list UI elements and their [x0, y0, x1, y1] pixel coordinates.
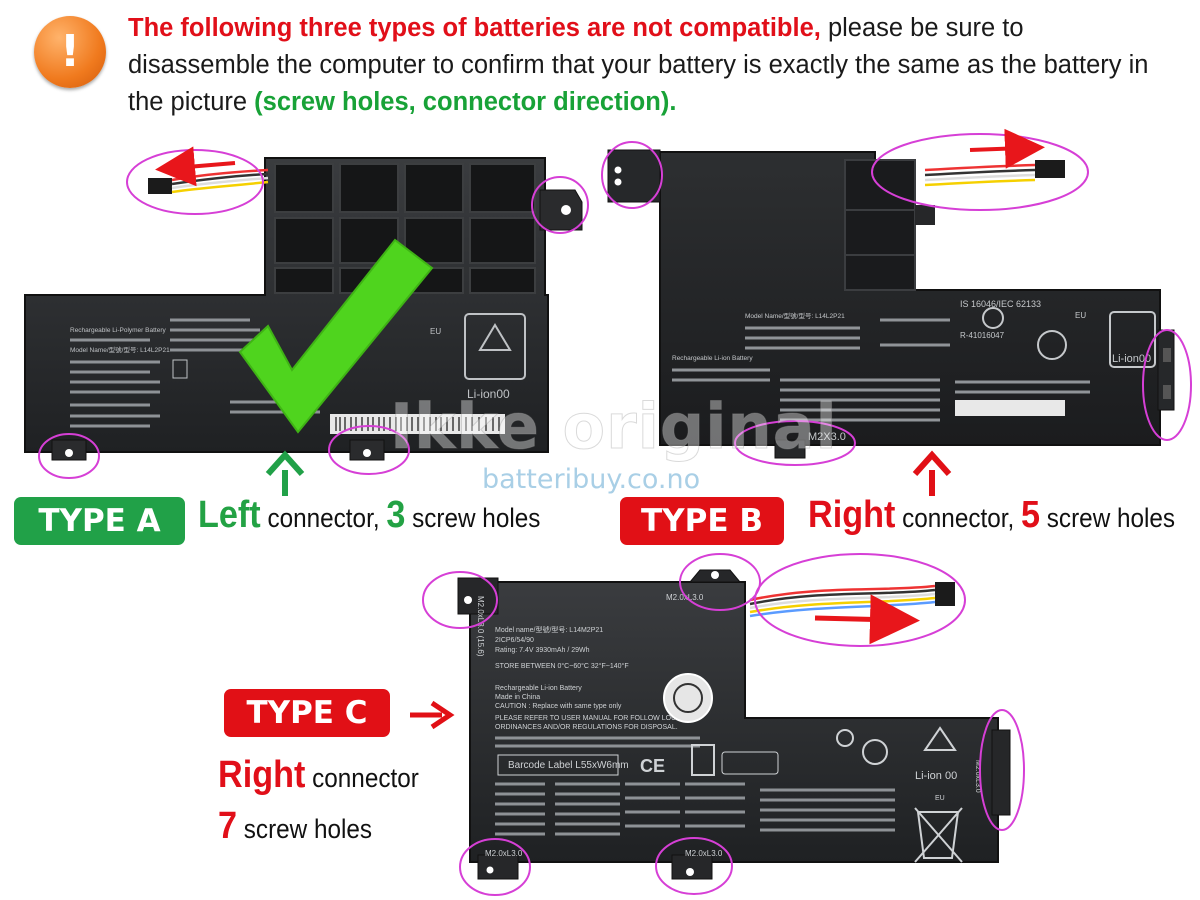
type-b-badge: TYPE B: [620, 497, 784, 545]
type-c-count: 7: [218, 805, 238, 847]
type-a-caption: Left connector, 3 screw holes: [198, 494, 540, 537]
type-c-ce-text: CE: [640, 756, 665, 776]
type-c-caption-count: 7 screw holes: [218, 805, 372, 848]
type-c-caution-text: CAUTION : Replace with same type only: [495, 703, 622, 710]
type-b-screw-mark-text: M2X3.0: [808, 431, 846, 443]
type-c-spec-code-text: 2ICP6/54/90: [495, 637, 534, 644]
type-a-eu-text: EU: [430, 327, 441, 336]
type-c-badge: TYPE C: [224, 689, 390, 737]
type-b-count: 5: [1021, 494, 1041, 536]
type-c-count-rest: screw holes: [237, 814, 373, 844]
type-b-model-text: Model Name/型號/型号: L14L2P21: [745, 311, 845, 320]
type-c-direction: Right: [218, 754, 306, 796]
type-c-barcode-text: Barcode Label L55xW6mm: [508, 760, 629, 771]
up-arrow-icon: [912, 450, 952, 496]
compatibility-notice: The following three types of batteries a…: [128, 10, 1168, 121]
type-c-ordinances-text: ORDINANCES AND/OR REGULATIONS FOR DISPOS…: [495, 724, 678, 731]
type-a-model-text: Model Name/型號/型号: L14L2P21: [70, 345, 170, 354]
type-c-screw-top-text: M2.0xL3.0: [666, 593, 704, 602]
type-b-count-rest: screw holes: [1040, 503, 1176, 533]
type-b-cert-text: R-41016047: [960, 331, 1005, 340]
right-arrow-icon: [410, 700, 455, 730]
site-watermark: batteribuy.co.no: [482, 464, 701, 495]
exclamation-icon: !: [34, 16, 106, 88]
connector-highlight: [754, 553, 966, 647]
type-c-model-text: Model name/型號/型号: L14M2P21: [495, 625, 603, 634]
notice-warning-text: The following three types of batteries a…: [128, 14, 821, 42]
battery-type-a: Rechargeable Li-Polymer Battery Model Na…: [24, 146, 589, 479]
notice-body-text: please be sure to disassemble the comput…: [128, 14, 1149, 116]
type-a-count-rest: screw holes: [405, 503, 541, 533]
right-arrow-icon: [814, 594, 920, 645]
type-b-battery-type-text: Rechargeable Li-ion Battery: [672, 355, 753, 362]
type-c-screw-bottom-left-text: M2.0xL3.0: [485, 849, 523, 858]
type-c-rating-text: Rating: 7.4V 3930mAh / 29Wh: [495, 647, 590, 654]
type-a-battery-type-text: Rechargeable Li-Polymer Battery: [70, 327, 166, 334]
type-c-refer-text: PLEASE REFER TO USER MANUAL FOR FOLLOW L…: [495, 715, 685, 722]
type-a-direction: Left: [198, 494, 261, 536]
type-b-eu-text: EU: [1075, 311, 1086, 320]
up-arrow-icon: [265, 450, 305, 496]
type-c-eu-text: EU: [935, 795, 945, 802]
type-b-iec-text: IS 16046/IEC 62133: [960, 299, 1041, 309]
type-a-direction-rest: connector,: [260, 503, 387, 533]
right-arrow-icon: [969, 128, 1045, 169]
connector-highlight: [871, 133, 1089, 211]
checkmark-icon: [238, 238, 434, 434]
battery-type-b: Model Name/型號/型号: L14L2P21 Rechargeable …: [601, 128, 1192, 466]
type-c-battery-type-text: Rechargeable Li-ion Battery: [495, 685, 582, 692]
type-a-count: 3: [386, 494, 406, 536]
type-b-direction: Right: [808, 494, 896, 536]
type-c-screw-left-text: M2.0xL3.0 (15.6): [476, 596, 485, 657]
type-c-screw-right-text: M2.0xL3.0: [974, 760, 981, 793]
type-c-made-text: Made in China: [495, 694, 540, 701]
battery-type-c: M2.0xL3.0 Model name/型號/型号: L14M2P21 2IC…: [422, 553, 1025, 896]
type-b-caption: Right connector, 5 screw holes: [808, 494, 1175, 537]
type-b-direction-rest: connector,: [895, 503, 1022, 533]
type-c-screw-bottom-right-text: M2.0xL3.0: [685, 849, 723, 858]
type-b-li-ion-text: Li-ion00: [1112, 353, 1151, 365]
notice-emphasis-text: (screw holes, connector direction).: [254, 88, 677, 116]
type-c-store-text: STORE BETWEEN 0°C~60°C 32°F~140°F: [495, 662, 629, 670]
type-a-li-ion-text: Li-ion00: [467, 387, 510, 401]
type-c-li-ion-text: Li-ion 00: [915, 770, 957, 782]
type-a-badge: TYPE A: [14, 497, 185, 545]
watermark: Ikke original: [390, 390, 838, 464]
left-arrow-icon: [155, 146, 236, 187]
type-c-caption-direction: Right connector: [218, 754, 419, 797]
type-c-direction-rest: connector: [305, 763, 419, 793]
